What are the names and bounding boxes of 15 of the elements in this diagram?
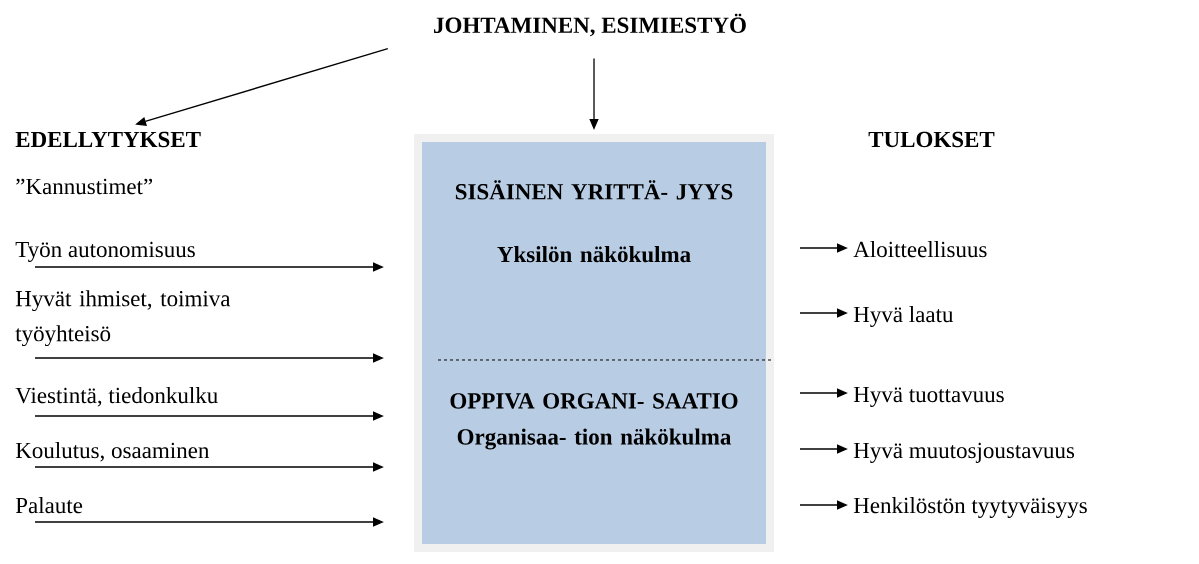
heading: TULOKSET bbox=[868, 131, 995, 148]
item-text: Hyvä laatu bbox=[853, 306, 954, 327]
item-text: Koulutus, osaaminen bbox=[15, 442, 210, 462]
process-box: SISÄINEN YRITTÄ- JYYS Yksilön näkökulma OPPIVA ORGANI- SAATIO Organisaa- tion näkökulma bbox=[414, 134, 775, 552]
item-text: Hyvä muutosjoustavuus bbox=[853, 442, 1075, 463]
item-text: Aloitteellisuus bbox=[853, 241, 987, 258]
item-text: Viestintä, tiedonkulku bbox=[15, 387, 218, 407]
item-text: ”Kannustimet” bbox=[16, 178, 153, 195]
item-text: Työn autonomisuus bbox=[15, 241, 195, 262]
heading: JOHTAMINEN, ESIMIESTYÖ bbox=[434, 13, 746, 37]
item-text: Hyvät ihmiset, toimiva työyhteisö bbox=[15, 290, 231, 347]
item-text: Henkilöstön tyytyväisyys bbox=[853, 497, 1087, 518]
heading: EDELLYTYKSET bbox=[15, 131, 201, 148]
item-text: Hyvä tuottavuus bbox=[853, 386, 1004, 407]
item-text: Palaute bbox=[15, 497, 83, 514]
